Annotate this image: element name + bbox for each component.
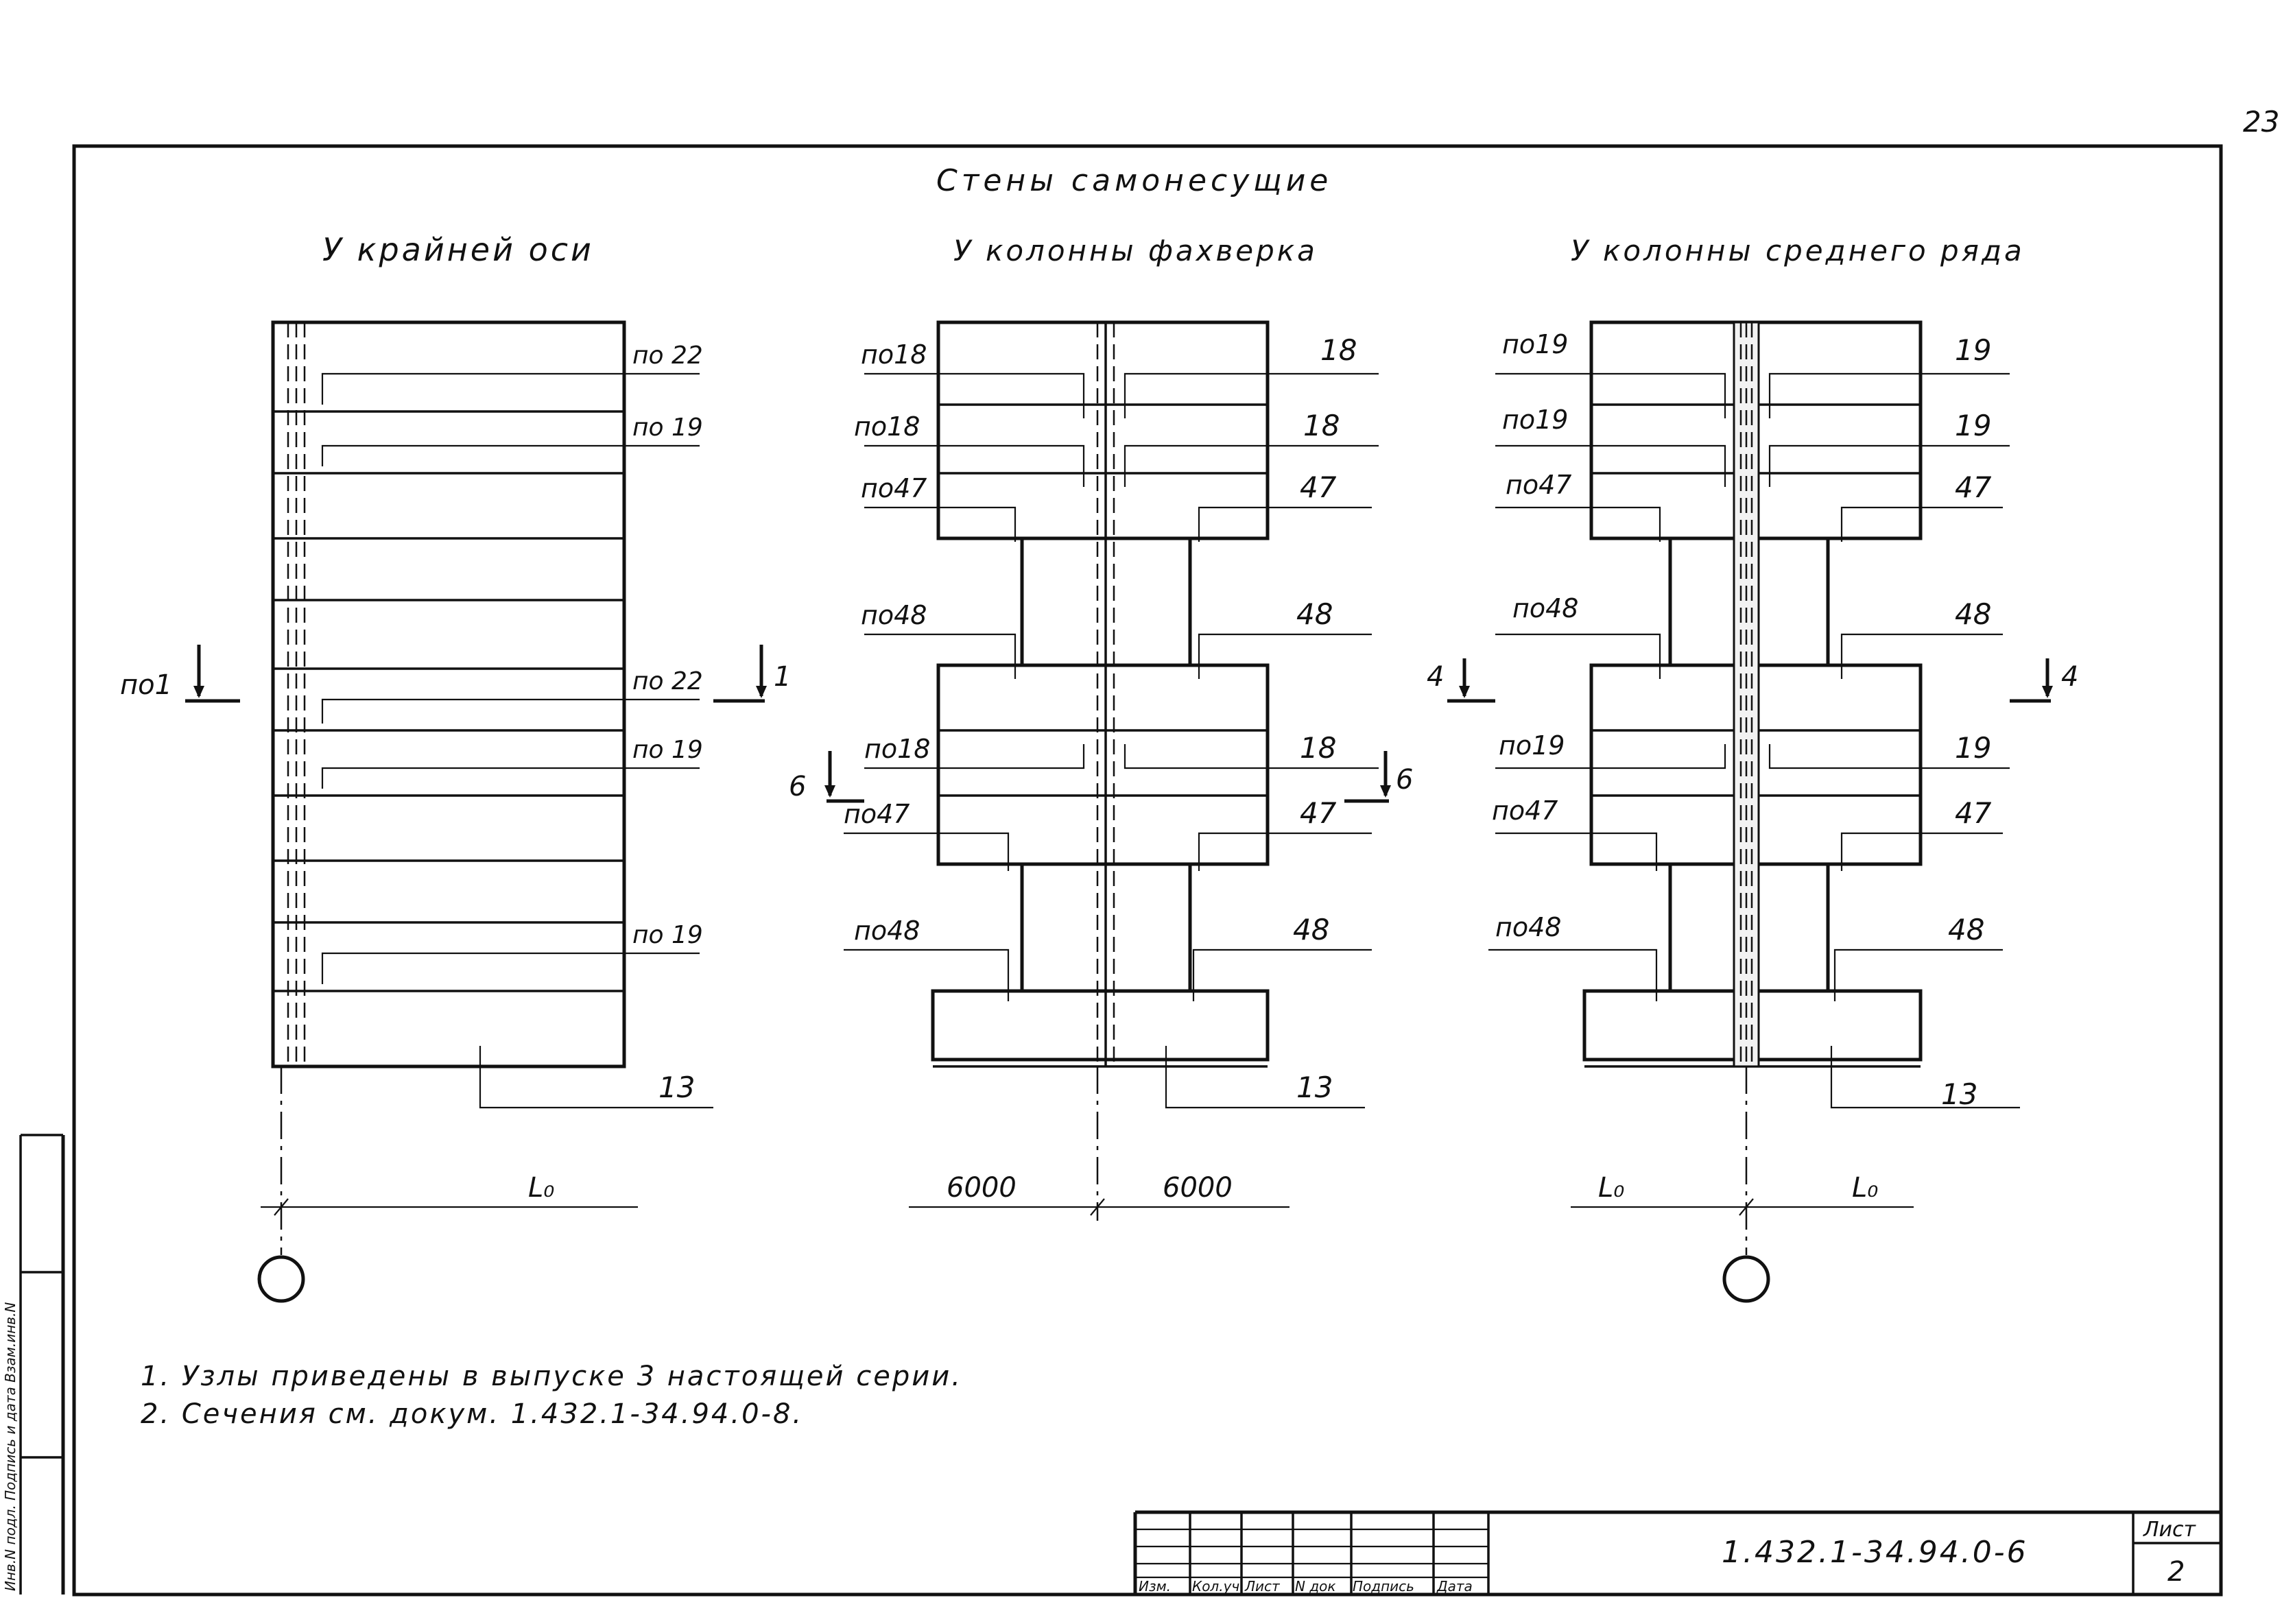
right-section-mark-left: 4 bbox=[1427, 661, 1444, 693]
middle-left-label-5: по18 bbox=[864, 734, 930, 764]
dim-middle-2: 6000 bbox=[1163, 1172, 1233, 1204]
section-left: L₀ по 22 по 19 по 22 по 19 по 19 13 по1 … bbox=[120, 320, 791, 1303]
note-1: 1. Узлы приведены в выпуске 3 настоящей … bbox=[141, 1361, 962, 1392]
left-label-1: по 22 bbox=[632, 342, 703, 370]
right-right-label-6: 47 bbox=[1955, 796, 1992, 830]
middle-left-label-4: по48 bbox=[861, 600, 927, 630]
middle-left-label-6: по47 bbox=[844, 799, 910, 829]
sheet-frame: Инв.N подл. Подпись и дата Взам.инв.N bbox=[2, 144, 2223, 1597]
right-right-label-5: 19 bbox=[1955, 731, 1991, 765]
drawing-title: Стены самонесущие bbox=[936, 163, 1332, 198]
section-middle: 6000 6000 6 6 по18 по18 по47 по48 по18 п… bbox=[789, 320, 1413, 1221]
right-left-label-6: по47 bbox=[1492, 796, 1558, 826]
right-right-label-4: 48 bbox=[1955, 597, 1991, 631]
tb-sheet-label: Лист bbox=[2143, 1518, 2197, 1542]
right-right-label-7: 48 bbox=[1948, 913, 1984, 946]
dim-right-1: L₀ bbox=[1598, 1172, 1624, 1204]
right-section-mark-right: 4 bbox=[2061, 661, 2078, 693]
right-right-label-2: 19 bbox=[1955, 409, 1991, 442]
right-right-label-8: 13 bbox=[1941, 1077, 1977, 1111]
middle-right-label-3: 47 bbox=[1300, 470, 1337, 504]
middle-section-mark-right: 6 bbox=[1396, 764, 1413, 796]
middle-right-label-1: 18 bbox=[1320, 333, 1357, 367]
note-2: 2. Сечения см. докум. 1.432.1-34.94.0-8. bbox=[141, 1398, 803, 1430]
tb-col-3: Лист bbox=[1244, 1578, 1281, 1595]
heading-left: У крайней оси bbox=[322, 231, 594, 268]
left-label-po1: по1 bbox=[120, 669, 172, 701]
middle-right-label-5: 18 bbox=[1300, 731, 1336, 765]
left-label-4: по 19 bbox=[632, 736, 703, 764]
page-number: 23 bbox=[2243, 105, 2279, 139]
tb-designation: 1.432.1-34.94.0-6 bbox=[1722, 1535, 2028, 1570]
heading-middle: У колонны фахверка bbox=[953, 234, 1318, 267]
left-label-6: 13 bbox=[658, 1071, 695, 1104]
left-section-mark: 1 bbox=[774, 661, 791, 693]
middle-left-label-1: по18 bbox=[861, 339, 927, 370]
dim-left: L₀ bbox=[528, 1172, 554, 1204]
middle-right-label-8: 13 bbox=[1296, 1071, 1333, 1104]
title-block: Изм. Кол.уч. Лист N док Подпись Дата 1.4… bbox=[1133, 1510, 2221, 1595]
right-left-label-5: по19 bbox=[1499, 730, 1565, 761]
right-right-label-3: 47 bbox=[1955, 470, 1992, 504]
right-left-label-7: по48 bbox=[1495, 912, 1561, 942]
middle-right-label-2: 18 bbox=[1303, 409, 1340, 442]
left-label-3: по 22 bbox=[632, 667, 703, 695]
right-left-label-2: по19 bbox=[1502, 405, 1568, 435]
middle-right-label-7: 48 bbox=[1293, 913, 1329, 946]
left-label-5: по 19 bbox=[632, 921, 703, 949]
right-right-label-1: 19 bbox=[1955, 333, 1991, 367]
tb-sheet-number: 2 bbox=[2167, 1556, 2185, 1588]
middle-right-label-4: 48 bbox=[1296, 597, 1333, 631]
dim-right-2: L₀ bbox=[1852, 1172, 1878, 1204]
middle-right-label-6: 47 bbox=[1300, 796, 1337, 830]
section-right: L₀ L₀ 4 4 по19 по19 по47 по48 по19 по47 … bbox=[1427, 320, 2078, 1303]
middle-left-label-7: по48 bbox=[854, 916, 920, 946]
dim-middle-1: 6000 bbox=[947, 1172, 1017, 1204]
middle-left-label-2: по18 bbox=[854, 411, 920, 442]
right-left-label-1: по19 bbox=[1502, 329, 1568, 359]
right-left-label-3: по47 bbox=[1506, 470, 1571, 500]
tb-col-1: Изм. bbox=[1139, 1578, 1171, 1595]
tb-col-6: Дата bbox=[1436, 1578, 1473, 1595]
left-label-2: по 19 bbox=[632, 414, 703, 442]
heading-right: У колонны среднего ряда bbox=[1571, 234, 2025, 267]
middle-section-mark-left: 6 bbox=[789, 771, 806, 802]
tb-col-4: N док bbox=[1295, 1578, 1335, 1595]
middle-left-label-3: по47 bbox=[861, 473, 927, 503]
side-stamp: Инв.N подл. Подпись и дата Взам.инв.N bbox=[2, 1302, 19, 1591]
tb-col-2: Кол.уч. bbox=[1192, 1578, 1244, 1595]
right-left-label-4: по48 bbox=[1512, 593, 1578, 623]
tb-col-5: Подпись bbox=[1353, 1578, 1414, 1595]
